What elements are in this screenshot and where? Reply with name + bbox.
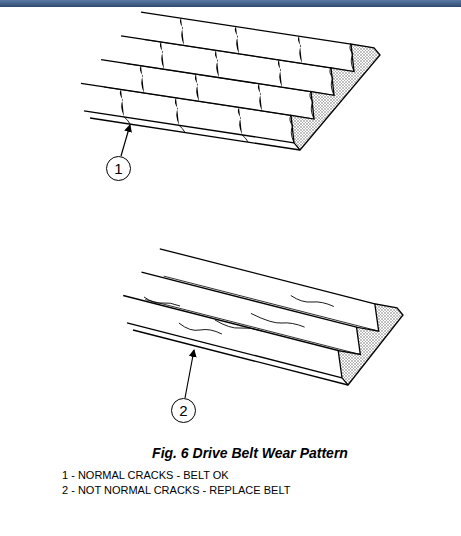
crack-line [215,320,262,331]
crack-line [179,323,222,334]
callout-circle: 2 [171,398,196,423]
transverse-crack [238,36,302,135]
callout-number: 1 [114,161,122,176]
belt-edge [127,323,342,378]
belt-cross-section [291,44,380,150]
drive-belt [123,249,403,385]
transverse-crack [290,44,354,143]
rib-valley [144,40,354,72]
callout-key: 2 - NOT NORMAL CRACKS - REPLACE BELT [62,484,290,496]
belt-edge [90,118,300,150]
figure-caption: Fig. 6 Drive Belt Wear Pattern [110,445,390,461]
rib-valley [145,300,360,355]
crack-line [310,92,314,119]
callout-number: 2 [179,403,187,418]
leader-arrow [185,350,194,398]
belt-cross-section [338,304,403,385]
rib-valley [124,63,334,95]
callout-key: 1 - NORMAL CRACKS - BELT OK [62,469,229,481]
crack-line [144,297,180,306]
leader-arrow [121,125,130,156]
crack-line [124,117,130,124]
rib-ridge [141,12,351,44]
transverse-crack [120,18,184,117]
rib-ridge [160,249,375,304]
crack-line [350,44,354,71]
transverse-crack [175,27,239,126]
longitudinal-crack [144,296,334,335]
crack-line [242,135,248,142]
belt-edge [84,111,294,143]
callout-circle: 1 [106,156,131,181]
rib-valley [164,276,379,331]
rib-ridge [142,272,357,327]
rib-ridge [123,296,338,351]
belt-edge [133,330,348,385]
header-bar [0,0,461,7]
crack-line [179,125,185,132]
crack-line [291,296,334,307]
crack-line [290,115,294,143]
transverse-crack [124,117,248,142]
crack-line [330,68,334,96]
drive-belt [81,12,380,150]
crack-line [251,313,305,327]
rib-valley [104,87,314,119]
